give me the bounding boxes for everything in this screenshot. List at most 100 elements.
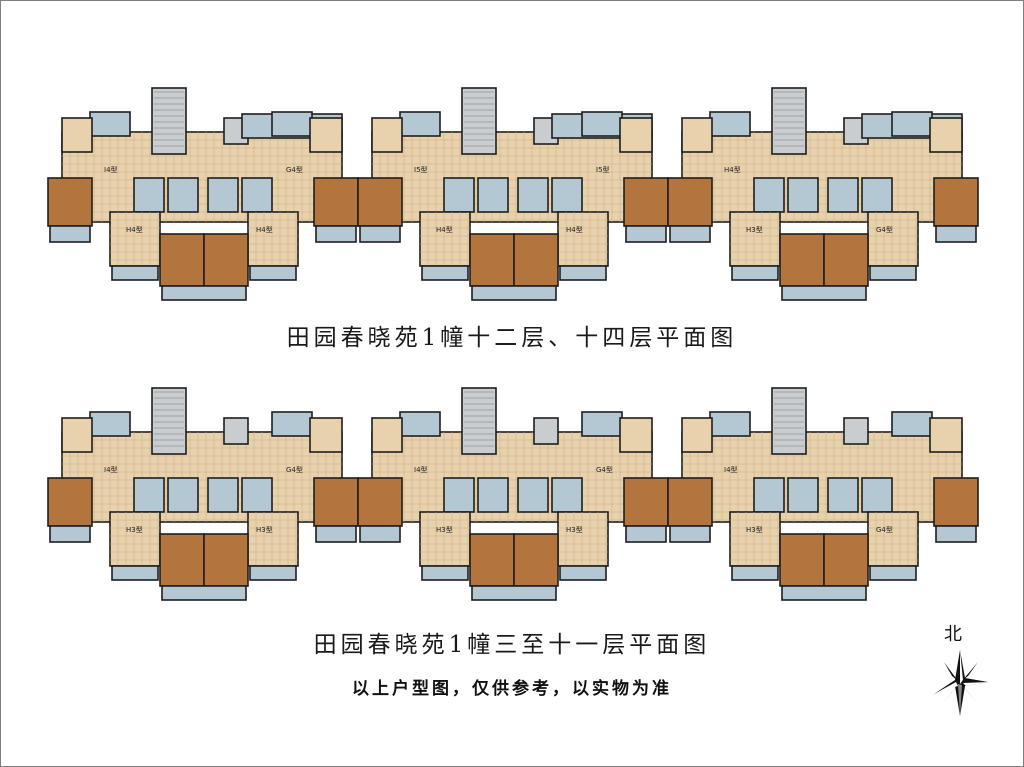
bathroom xyxy=(551,177,583,213)
elevator-shaft xyxy=(533,417,559,445)
room xyxy=(681,117,713,153)
disclaimer-notice: 以上户型图，仅供参考，以实物为准 xyxy=(352,679,672,699)
bathroom xyxy=(241,177,273,213)
north-label: 北 xyxy=(944,624,962,645)
bedroom xyxy=(623,477,669,527)
circulation-floor xyxy=(61,431,343,523)
bathroom xyxy=(443,177,475,213)
kitchen xyxy=(891,111,933,137)
unit-type-label: G4型 xyxy=(286,165,303,174)
unit-type-label: H4型 xyxy=(436,225,453,234)
bedroom xyxy=(469,233,515,287)
balcony xyxy=(359,525,401,543)
elevator-shaft xyxy=(843,417,869,445)
circulation-floor xyxy=(371,431,653,523)
unit-type-label: H4型 xyxy=(566,225,583,234)
kitchen xyxy=(271,411,313,437)
balcony xyxy=(471,285,557,301)
balcony xyxy=(111,565,159,581)
room xyxy=(309,417,343,453)
balcony xyxy=(471,585,557,601)
balcony xyxy=(559,265,607,281)
bedroom xyxy=(779,233,825,287)
bathroom xyxy=(167,177,199,213)
balcony xyxy=(669,525,711,543)
bedroom xyxy=(667,177,713,227)
balcony xyxy=(359,225,401,243)
bathroom xyxy=(551,477,583,513)
kitchen xyxy=(581,111,623,137)
bedroom xyxy=(667,477,713,527)
bathroom xyxy=(787,477,819,513)
living-room xyxy=(729,211,781,267)
balcony xyxy=(49,225,91,243)
unit-type-label: H4型 xyxy=(256,225,273,234)
living-room xyxy=(729,511,781,567)
unit-type-label: I4型 xyxy=(414,465,428,474)
unit-type-label: I5型 xyxy=(414,165,428,174)
balcony xyxy=(625,225,667,243)
balcony xyxy=(559,565,607,581)
bathroom xyxy=(133,177,165,213)
bathroom xyxy=(861,477,893,513)
bedroom xyxy=(933,177,979,227)
bedroom xyxy=(313,177,359,227)
living-room xyxy=(557,211,609,267)
bathroom xyxy=(207,477,239,513)
bedroom xyxy=(933,477,979,527)
bedroom xyxy=(203,533,249,587)
stair-core xyxy=(771,387,807,455)
bathroom xyxy=(207,177,239,213)
room xyxy=(619,117,653,153)
balcony xyxy=(161,285,247,301)
unit-type-label: H3型 xyxy=(566,525,583,534)
stair-core xyxy=(151,87,187,155)
bathroom xyxy=(753,177,785,213)
room xyxy=(371,417,403,453)
bedroom xyxy=(779,533,825,587)
room xyxy=(619,417,653,453)
unit-type-label: G4型 xyxy=(876,225,893,234)
bedroom xyxy=(823,533,869,587)
bedroom xyxy=(623,177,669,227)
bedroom xyxy=(357,177,403,227)
room xyxy=(61,417,93,453)
kitchen xyxy=(581,411,623,437)
room xyxy=(309,117,343,153)
bathroom xyxy=(517,177,549,213)
bathroom xyxy=(517,477,549,513)
unit-type-label: H3型 xyxy=(126,525,143,534)
bedroom xyxy=(47,477,93,527)
bedroom xyxy=(203,233,249,287)
north-arrow-icon xyxy=(934,650,988,716)
bathroom xyxy=(827,177,859,213)
unit-type-label: I4型 xyxy=(104,465,118,474)
bedroom xyxy=(159,533,205,587)
unit-type-label: G4型 xyxy=(876,525,893,534)
balcony xyxy=(421,265,469,281)
bedroom xyxy=(313,477,359,527)
unit-type-label: I4型 xyxy=(724,465,738,474)
kitchen xyxy=(399,111,441,137)
living-room xyxy=(109,211,161,267)
living-room xyxy=(419,511,471,567)
bedroom xyxy=(159,233,205,287)
bathroom xyxy=(241,477,273,513)
room xyxy=(929,417,963,453)
bedroom xyxy=(823,233,869,287)
unit-type-label: H3型 xyxy=(256,525,273,534)
bathroom xyxy=(753,477,785,513)
balcony xyxy=(315,225,357,243)
stair-core xyxy=(151,387,187,455)
balcony xyxy=(869,265,917,281)
room xyxy=(929,117,963,153)
plan-title-12-14: 田园春晓苑1幢十二层、十四层平面图 xyxy=(286,325,738,351)
unit-type-label: H4型 xyxy=(724,165,741,174)
kitchen xyxy=(709,111,751,137)
unit-type-label: I4型 xyxy=(104,165,118,174)
balcony xyxy=(111,265,159,281)
kitchen xyxy=(271,111,313,137)
unit-type-label: I5型 xyxy=(596,165,610,174)
